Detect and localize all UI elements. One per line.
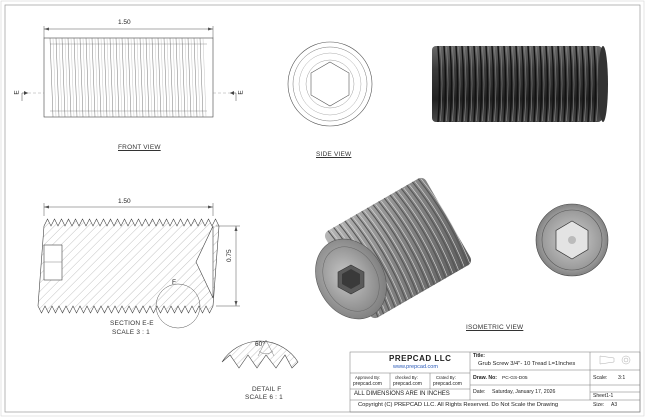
sheet-label: Sheet1-1 (593, 393, 614, 399)
isometric-view (315, 177, 472, 320)
copyright-note: Copyright (C) PREPCAD LLC. All Rights Re… (358, 402, 559, 408)
section-mark-right: E (237, 90, 245, 95)
date-value: Saturday, January 17, 2026 (492, 389, 556, 395)
projection-symbol-icon (599, 355, 631, 365)
title-label: Title: (473, 353, 485, 359)
created-by-label: Crated By: (436, 375, 456, 380)
detail-view (221, 339, 299, 369)
sheet-border (4, 4, 641, 413)
approved-by-label: Approved By: (355, 375, 381, 380)
size-value: A3 (611, 402, 618, 408)
side-view-label: SIDE VIEW (316, 151, 352, 158)
thread-angle-dimension: 60° (255, 341, 265, 348)
title-block (349, 351, 641, 413)
date-label: Date: (473, 389, 486, 395)
company-name: PREPCAD LLC (389, 354, 452, 363)
section-length-dimension: 1.50 (118, 198, 131, 205)
scale-label: Scale: (593, 375, 608, 381)
section-view-label: SECTION E-E (110, 320, 154, 327)
checked-by-label: checked By: (395, 375, 418, 380)
detail-view-label: DETAIL F (252, 386, 282, 393)
section-scale-label: SCALE 3 : 1 (112, 329, 150, 336)
approved-by-value: prepcad.com (353, 381, 382, 387)
checked-by-value: prepcad.com (393, 381, 422, 387)
section-dia-dimension: 0.75 (226, 249, 233, 262)
section-mark-left: E (13, 90, 21, 95)
shaded-front-view (432, 45, 608, 123)
isometric-view-label: ISOMETRIC VIEW (466, 324, 524, 331)
drawing-number-label: Draw. No: (473, 375, 498, 381)
side-view (287, 41, 373, 127)
detail-mark: F (172, 279, 176, 286)
detail-scale-label: SCALE 6 : 1 (245, 394, 283, 401)
front-thread-lines (49, 37, 207, 118)
front-view-label: FRONT VIEW (118, 144, 161, 151)
drawing-number-value: PC-GS-D05 (502, 376, 528, 381)
company-website-link[interactable]: www.prepcad.com (393, 364, 438, 370)
section-view (37, 203, 240, 329)
size-label: Size: (593, 402, 605, 408)
front-length-dimension: 1.50 (118, 19, 131, 26)
end-view-shaded (535, 203, 609, 277)
units-note: ALL DIMENSIONS ARE IN INCHES (354, 391, 450, 397)
title-value: Grub Screw 3/4"- 10 Tread L=1Inches (478, 361, 576, 367)
front-view (21, 26, 237, 118)
created-by-value: prepcad.com (433, 381, 462, 387)
sheet-value: 1-1 (606, 393, 614, 399)
scale-value: 3:1 (618, 375, 626, 381)
